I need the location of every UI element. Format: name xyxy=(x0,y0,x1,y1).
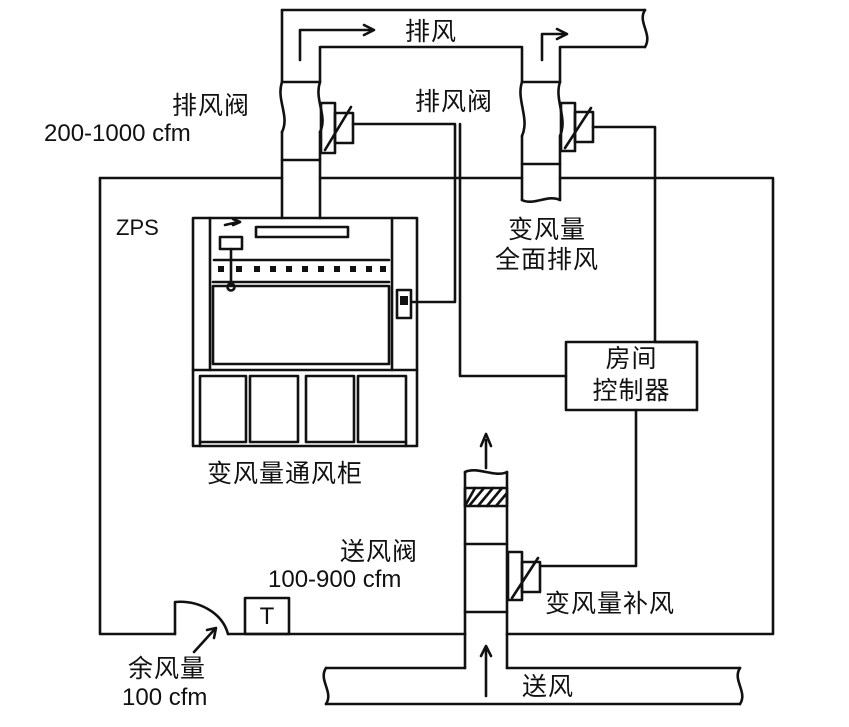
general-exhaust-line2: 全面排风 xyxy=(494,245,599,274)
fume-hood-label: 变风量通风柜 xyxy=(207,459,364,488)
room-controller-line2: 控制器 xyxy=(592,376,671,405)
supply-valve-range: 100-900 cfm xyxy=(268,566,402,593)
supply-damper xyxy=(506,550,542,602)
room-controller-line1: 房间 xyxy=(605,344,658,373)
residual-air-line2: 100 cfm xyxy=(122,684,208,711)
supply-hatch xyxy=(463,486,509,508)
thermostat-label: T xyxy=(259,603,275,630)
hood-valve-title: 排风阀 xyxy=(172,91,251,120)
supply-bottom-label: 送风 xyxy=(522,672,575,701)
fume-hood-cabinet xyxy=(191,216,419,448)
zps-label: ZPS xyxy=(116,215,159,240)
general-exhaust-line1: 变风量 xyxy=(507,215,586,244)
hood-panel-indicators xyxy=(218,266,408,305)
hood-valve-range: 200-1000 cfm xyxy=(44,120,191,147)
exhaust-top-label: 排风 xyxy=(405,17,458,46)
hood-exhaust-damper xyxy=(319,101,457,304)
transfer-door xyxy=(173,600,230,654)
supply-valve-title: 送风阀 xyxy=(340,537,419,566)
room-controller xyxy=(458,122,699,568)
general-valve-title: 排风阀 xyxy=(415,87,494,116)
exhaust-duct xyxy=(279,8,649,220)
makeup-air-label: 变风量补风 xyxy=(545,589,676,618)
exhaust-flow-arrows xyxy=(298,23,569,62)
residual-air-line1: 余风量 xyxy=(128,654,207,683)
thermostat-box xyxy=(243,596,291,636)
